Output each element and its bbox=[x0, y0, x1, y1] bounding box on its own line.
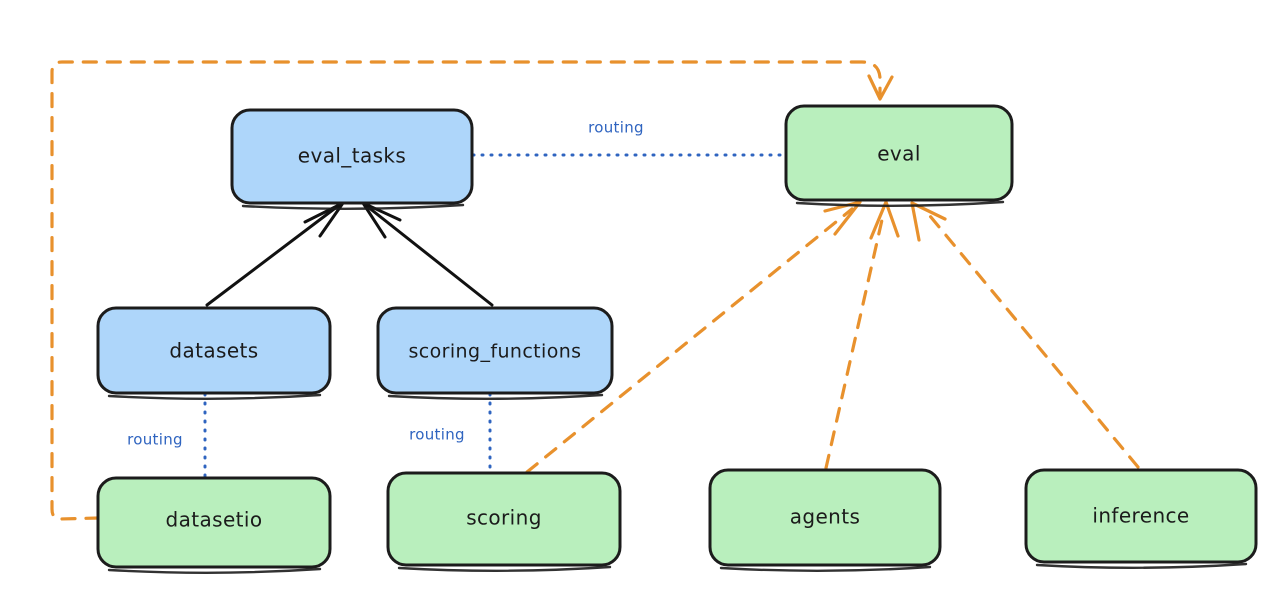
edge-scoring-to-eval bbox=[525, 200, 862, 474]
node-datasets-label: datasets bbox=[169, 339, 258, 363]
arrowhead-scoring-into-eval bbox=[823, 200, 862, 236]
arrowhead-into-eval-top bbox=[867, 74, 894, 101]
node-agents[interactable]: agents bbox=[708, 468, 942, 572]
node-datasets[interactable]: datasets bbox=[96, 306, 332, 400]
node-inference-shape[interactable] bbox=[1024, 468, 1258, 564]
node-eval_tasks-label: eval_tasks bbox=[298, 144, 406, 168]
arrowhead-agents-into-eval bbox=[869, 200, 900, 240]
node-datasetio[interactable]: datasetio bbox=[96, 476, 332, 574]
node-scoring_functions-label: scoring_functions bbox=[409, 341, 582, 363]
edge-label-routing-eval-tasks-eval: routing bbox=[588, 119, 644, 137]
edge-inference-to-eval bbox=[910, 201, 1140, 469]
node-agents-label: agents bbox=[790, 505, 861, 529]
edge-label-routing-scoring-functions-scoring: routing bbox=[409, 426, 465, 444]
edge-label-layer: routing routing routing bbox=[127, 119, 644, 449]
node-agents-shape[interactable] bbox=[708, 468, 942, 567]
node-layer: eval_tasks eval datasets scoring_functio… bbox=[96, 104, 1258, 574]
arrowhead-inference-into-eval bbox=[910, 201, 947, 242]
edge-datasets-to-eval_tasks bbox=[205, 201, 345, 307]
node-scoring[interactable]: scoring bbox=[386, 471, 622, 572]
node-scoring-label: scoring bbox=[466, 506, 542, 530]
node-scoring_functions[interactable]: scoring_functions bbox=[376, 306, 614, 400]
node-eval-shape[interactable] bbox=[784, 104, 1014, 202]
edge-datasetio-to-eval bbox=[50, 60, 894, 521]
node-datasets-shape[interactable] bbox=[96, 306, 332, 395]
node-eval_tasks[interactable]: eval_tasks bbox=[230, 108, 474, 210]
node-inference[interactable]: inference bbox=[1024, 468, 1258, 569]
node-scoring_functions-shape[interactable] bbox=[376, 306, 614, 395]
edge-label-routing-datasets-datasetio: routing bbox=[127, 431, 183, 449]
node-scoring-shape[interactable] bbox=[386, 471, 622, 567]
node-datasetio-shape[interactable] bbox=[96, 476, 332, 569]
node-eval_tasks-shape[interactable] bbox=[230, 108, 474, 205]
node-datasetio-label: datasetio bbox=[165, 508, 262, 532]
node-inference-label: inference bbox=[1092, 504, 1189, 528]
node-eval[interactable]: eval bbox=[784, 104, 1014, 207]
edge-scoring_functions-to-eval_tasks bbox=[361, 201, 494, 307]
node-eval-label: eval bbox=[877, 142, 921, 166]
edge-agents-to-eval bbox=[824, 200, 900, 470]
